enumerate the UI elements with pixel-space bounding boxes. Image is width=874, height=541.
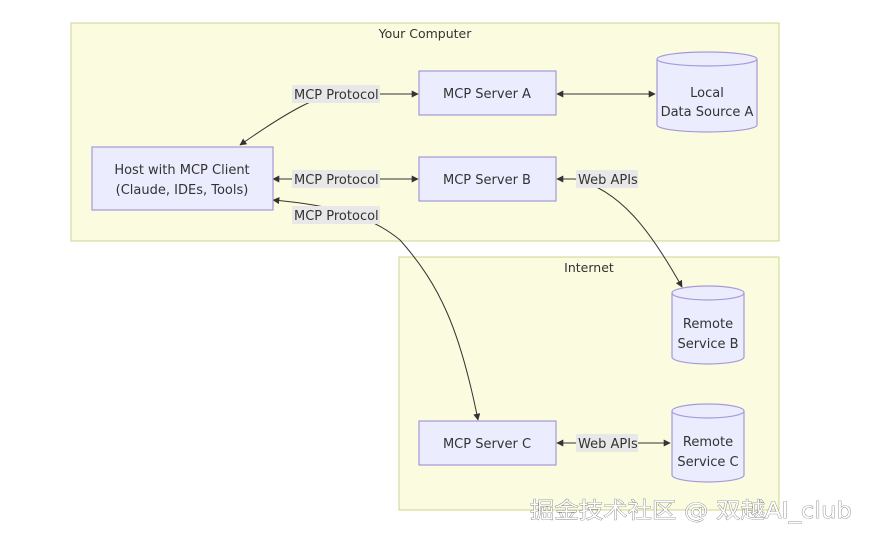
host-node-line1: Host with MCP Client — [114, 163, 249, 178]
edge-label-web-c: Web APIs — [576, 434, 638, 452]
edge-label-protocol-c: MCP Protocol — [292, 206, 380, 224]
server-c-node[interactable]: MCP Server C — [418, 420, 557, 466]
remote-service-b-line2: Service B — [677, 337, 738, 352]
server-b-node[interactable]: MCP Server B — [418, 156, 557, 202]
host-node[interactable]: Host with MCP Client (Claude, IDEs, Tool… — [91, 146, 274, 211]
edge-label-protocol-a-text: MCP Protocol — [294, 88, 379, 103]
local-data-source-line2: Data Source A — [661, 105, 754, 120]
remote-service-b-line1: Remote — [683, 317, 733, 332]
remote-service-c-line2: Service C — [677, 455, 738, 470]
server-b-label: MCP Server B — [443, 173, 531, 188]
cluster-internet-title: Internet — [564, 260, 614, 275]
edge-label-web-b: Web APIs — [576, 170, 638, 188]
edge-label-protocol-a: MCP Protocol — [292, 85, 380, 103]
edge-label-web-c-text: Web APIs — [578, 437, 638, 452]
remote-service-c-node[interactable]: Remote Service C — [671, 403, 745, 483]
server-a-label: MCP Server A — [443, 87, 531, 102]
host-node-line2: (Claude, IDEs, Tools) — [116, 183, 249, 198]
edge-label-protocol-b-text: MCP Protocol — [294, 173, 379, 188]
edge-label-protocol-c-text: MCP Protocol — [294, 209, 379, 224]
server-c-label: MCP Server C — [443, 437, 531, 452]
edge-label-web-b-text: Web APIs — [578, 173, 638, 188]
local-data-source-line1: Local — [690, 86, 724, 101]
local-data-source-node[interactable]: Local Data Source A — [656, 51, 758, 133]
server-a-node[interactable]: MCP Server A — [418, 70, 557, 116]
watermark-text: 掘金技术社区 @ 双越AI_club — [530, 499, 852, 524]
edge-label-protocol-b: MCP Protocol — [292, 170, 380, 188]
remote-service-c-line1: Remote — [683, 435, 733, 450]
cluster-your-computer-title: Your Computer — [378, 26, 473, 41]
remote-service-b-node[interactable]: Remote Service B — [671, 285, 745, 365]
